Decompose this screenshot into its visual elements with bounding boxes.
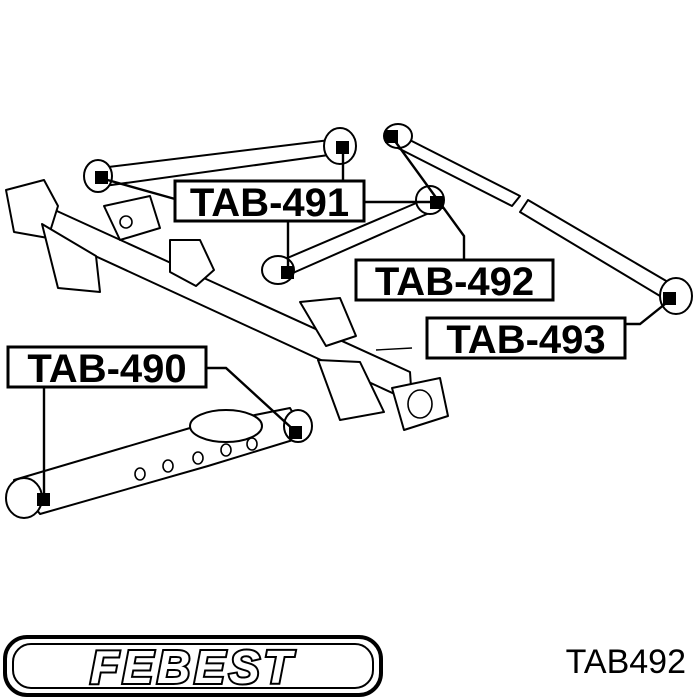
marker-491-c [430, 196, 443, 209]
callout-tab-491: TAB-491 [173, 179, 366, 225]
marker-493 [663, 292, 676, 305]
callout-label: TAB-491 [190, 181, 349, 225]
marker-492 [385, 130, 398, 143]
part-code: TAB492 [565, 643, 686, 681]
marker-491-b [336, 141, 349, 154]
marker-490-a [289, 426, 302, 439]
axle-beam [5, 179, 449, 431]
marker-490-b [37, 493, 50, 506]
febest-logo: FEBEST [3, 635, 383, 697]
marker-491-a [95, 171, 108, 184]
callout-tab-490: TAB-490 [6, 345, 208, 391]
callout-label: TAB-493 [446, 318, 605, 362]
bushing-markers [37, 130, 676, 506]
callout-label: TAB-492 [375, 260, 534, 304]
callout-label: TAB-490 [27, 347, 186, 391]
callout-tab-492: TAB-492 [354, 258, 555, 304]
logo-text: FEBEST [90, 641, 295, 693]
callout-tab-493: TAB-493 [425, 316, 627, 362]
leader-lines [42, 136, 671, 498]
lower-trailing-arm [5, 407, 313, 519]
marker-491-d [281, 266, 294, 279]
